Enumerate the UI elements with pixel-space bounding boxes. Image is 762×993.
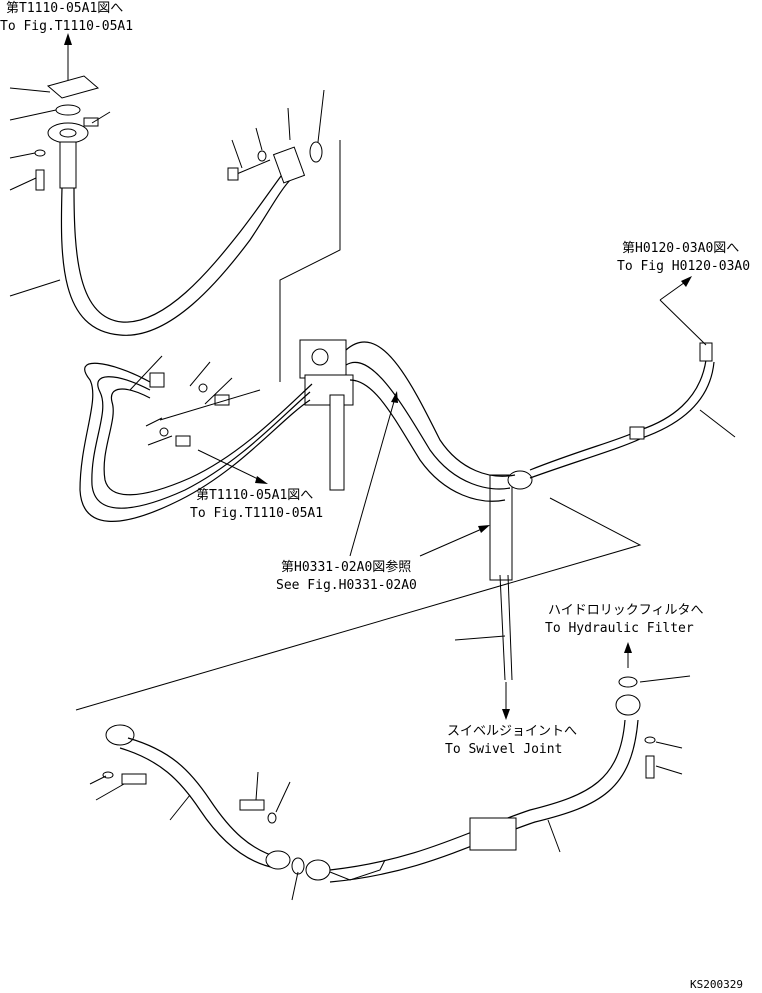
bracket-stay-2 — [489, 474, 513, 581]
block-joint — [507, 470, 533, 490]
filter-ref-en: To Hydraulic Filter — [545, 621, 694, 636]
flange-plate — [46, 75, 100, 99]
up-arrow-filter — [624, 642, 632, 668]
left-hose-loop — [79, 355, 313, 522]
filter-o-ring — [618, 676, 638, 688]
down-arrow-swivel — [502, 682, 510, 720]
o-ring — [55, 104, 81, 116]
arrows-see-ref — [349, 391, 490, 557]
divider-line — [75, 497, 642, 711]
drawing-code: KS200329 — [690, 978, 743, 991]
arrow-to-mid-ref — [197, 449, 268, 484]
swivel-hose — [499, 574, 506, 681]
right-ref-jp: 第H0120-03A0図へ — [622, 241, 739, 256]
connector-line-1 — [279, 140, 341, 382]
bracket-stay — [329, 394, 345, 491]
clamp-tab — [83, 117, 99, 127]
washer — [257, 150, 267, 162]
o-ring-2 — [309, 141, 323, 163]
bottom-pipe-assembly — [89, 675, 691, 901]
hose-bundle — [345, 299, 736, 681]
mid-ref-en: To Fig.T1110-05A1 — [190, 506, 323, 521]
top-ref-en: To Fig.T1110-05A1 — [0, 19, 133, 34]
filter-ref-jp: ハイドロリックフィルタへ — [548, 603, 703, 618]
hose-fitting — [59, 141, 77, 189]
top-ref-jp: 第T1110-05A1図へ — [6, 1, 123, 16]
main-hose-outer — [60, 177, 293, 336]
see-ref-jp: 第H0331-02A0図参照 — [281, 559, 411, 575]
pipe-flange — [305, 859, 331, 881]
top-hose-assembly — [9, 75, 325, 336]
up-arrow-top — [64, 33, 72, 80]
see-ref-en: See Fig.H0331-02A0 — [276, 578, 417, 593]
right-ref-en: To Fig H0120-03A0 — [617, 259, 750, 274]
swivel-ref-en: To Swivel Joint — [445, 742, 562, 757]
pipe-to-filter — [329, 719, 626, 871]
washer-left — [34, 149, 46, 157]
main-hose-inner — [73, 171, 285, 323]
valve-assembly — [299, 339, 533, 581]
pipe-bracket — [469, 817, 517, 851]
up-arrow-right — [659, 276, 692, 301]
hose-right — [529, 359, 707, 471]
mid-ref-jp: 第T1110-05A1図へ — [196, 488, 313, 503]
bottom-flange — [105, 724, 135, 746]
hose-end-fitting — [272, 146, 306, 184]
bolt-left — [35, 169, 45, 191]
swivel-ref-jp: スイベルジョイントへ — [447, 724, 577, 739]
